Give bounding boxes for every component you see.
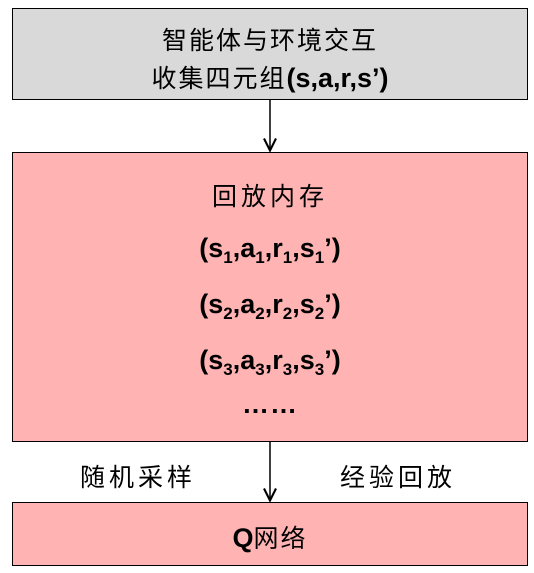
replay-memory-box: 回放内存 (s1,a1,r1,s1’) (s2,a2,r2,s2’) (s3,a…	[12, 152, 528, 442]
q-network-label: Q网络	[13, 519, 527, 555]
collect-tuple-prefix: 收集四元组	[151, 64, 287, 93]
collect-tuple-line: 收集四元组(s,a,r,s’)	[13, 59, 527, 95]
memory-ellipsis: ……	[242, 389, 298, 419]
experience-replay-label: 经验回放	[340, 463, 457, 492]
q-network-box: Q网络	[12, 502, 528, 566]
network-text: 网络	[253, 524, 308, 553]
memory-tuple-3: (s3,a3,r3,s3’)	[199, 345, 341, 379]
tuple-notation: (s,a,r,s’)	[286, 63, 389, 93]
interaction-title: 智能体与环境交互	[161, 26, 378, 55]
random-sampling-label: 随机采样	[80, 463, 197, 492]
replay-memory-title: 回放内存	[211, 182, 328, 211]
agent-environment-interaction-box: 智能体与环境交互 收集四元组(s,a,r,s’)	[12, 8, 528, 100]
q-letter: Q	[232, 523, 254, 553]
memory-tuple-1: (s1,a1,r1,s1’)	[199, 233, 341, 267]
memory-tuple-2: (s2,a2,r2,s2’)	[199, 289, 341, 323]
